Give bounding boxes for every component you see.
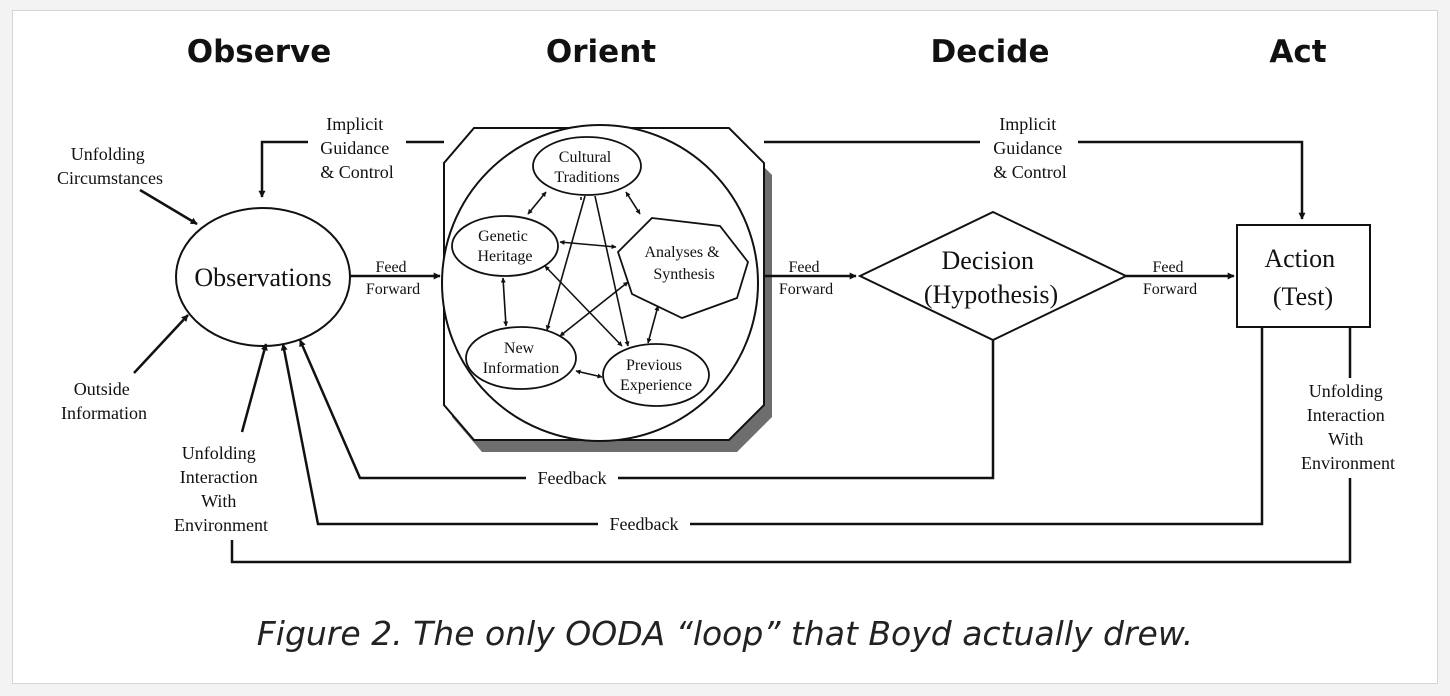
- unfolding-interaction-arrow: [240, 343, 268, 433]
- previous-experience-node: [602, 343, 710, 407]
- feedback-1-arrow: [298, 339, 995, 480]
- action-node: [1236, 224, 1371, 328]
- phase-observe: Observe: [187, 34, 332, 70]
- outside-information-arrow: [133, 314, 189, 374]
- unfolding-circumstances-arrow: [139, 188, 198, 226]
- orient-inner-arrows: [500, 191, 660, 379]
- unfolding-interaction-left-label: Unfolding Interaction With Environment: [174, 443, 268, 535]
- feedback-2-label: Feedback: [610, 514, 679, 534]
- cultural-traditions-node: [532, 136, 642, 196]
- implicit-guidance-right-arrow: [764, 140, 1306, 220]
- new-information-node: [465, 326, 577, 390]
- analyses-synthesis-node: [616, 217, 749, 319]
- unfolding-interaction-right-label: Unfolding Interaction With Environment: [1301, 381, 1395, 473]
- action-label: Action (Test): [1264, 244, 1341, 311]
- unfolding-interaction-loop: [230, 327, 1352, 564]
- figure-caption: Figure 2. The only OODA “loop” that Boyd…: [256, 614, 1194, 653]
- genetic-heritage-node: [451, 215, 559, 277]
- phase-orient: Orient: [546, 34, 656, 70]
- outside-information-label: Outside Information: [61, 379, 147, 423]
- observations-label: Observations: [194, 263, 331, 292]
- feed-forward-1-label: Feed Forward: [366, 259, 420, 298]
- previous-experience-label: Previous Experience: [620, 357, 692, 394]
- phase-decide: Decide: [931, 34, 1050, 70]
- new-information-label: New Information: [483, 340, 559, 377]
- decision-node: [857, 210, 1129, 342]
- feedback-1-label: Feedback: [538, 468, 607, 488]
- feedback-2-arrow: [280, 327, 1264, 526]
- unfolding-circumstances-label: Unfolding Circumstances: [57, 144, 163, 188]
- implicit-guidance-right-label: Implicit Guidance & Control: [993, 114, 1067, 182]
- genetic-heritage-label: Genetic Heritage: [477, 228, 532, 265]
- decision-label: Decision (Hypothesis): [924, 246, 1058, 309]
- feed-forward-2-label: Feed Forward: [779, 259, 833, 298]
- analyses-synthesis-label: Analyses & Synthesis: [644, 244, 723, 283]
- feed-forward-3-label: Feed Forward: [1143, 259, 1197, 298]
- cultural-traditions-label: Cultural Traditions: [554, 149, 619, 186]
- implicit-guidance-left-label: Implicit Guidance & Control: [320, 114, 394, 182]
- phase-act: Act: [1269, 34, 1326, 70]
